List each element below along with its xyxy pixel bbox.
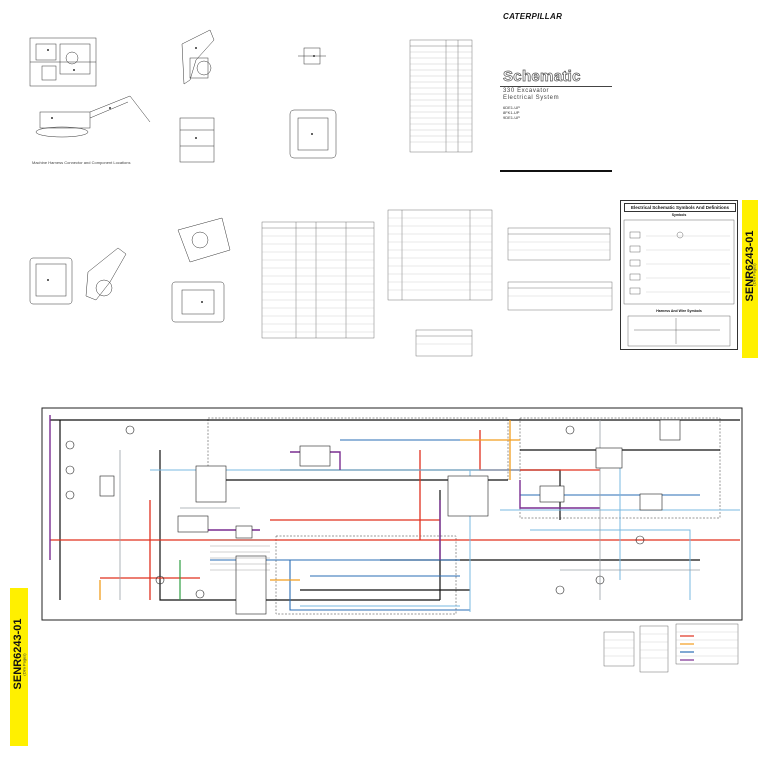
doc-code-3: 9DE1-UP	[503, 115, 520, 120]
component-block	[639, 493, 663, 511]
caterpillar-logo: CATERPILLAR	[503, 12, 563, 21]
legend-title: Electrical Schematic Symbols And Definit…	[624, 203, 736, 212]
component-lamp	[155, 575, 165, 585]
doc-code-1: 6DE1-UP	[503, 105, 520, 110]
component-block	[595, 447, 623, 469]
component-block	[235, 525, 253, 539]
component-lamp	[565, 425, 575, 435]
component-lamp	[635, 535, 645, 545]
component-lamp	[555, 585, 565, 595]
document-tab-bottom-left: SENR6243-01 (Dim Pages)	[10, 588, 28, 746]
legend-harness-label: Harness And Wire Symbols	[656, 309, 702, 313]
subtitle-system: Electrical System	[503, 95, 560, 101]
component-block	[99, 475, 115, 497]
legend-box	[620, 200, 738, 350]
component-block	[539, 485, 565, 503]
component-lamp	[65, 490, 75, 500]
component-block	[659, 419, 681, 441]
title-thick-rule	[500, 170, 612, 172]
legend-symbols-label: Symbols	[671, 213, 687, 217]
document-tab-top-right: SENR6243-01 (Dim Pages)	[742, 200, 758, 358]
page-title: Schematic	[503, 68, 581, 86]
component-block	[235, 555, 267, 615]
header-rule	[500, 86, 612, 87]
component-lamp	[65, 465, 75, 475]
doc-code-2: 8FK1-UP	[503, 110, 520, 115]
component-block	[177, 515, 209, 533]
component-lamp	[125, 425, 135, 435]
cab-module-box	[207, 417, 509, 481]
component-block	[195, 465, 227, 503]
component-lamp	[195, 589, 205, 599]
schematic-frame	[41, 407, 743, 621]
locations-caption: Machine Harness Connector and Component …	[32, 160, 131, 165]
component-lamp	[595, 575, 605, 585]
component-lamp	[65, 440, 75, 450]
controller-box	[275, 535, 457, 615]
component-block	[299, 445, 331, 467]
component-block	[447, 475, 489, 517]
subtitle-machine: 330 Excavator	[503, 88, 550, 94]
